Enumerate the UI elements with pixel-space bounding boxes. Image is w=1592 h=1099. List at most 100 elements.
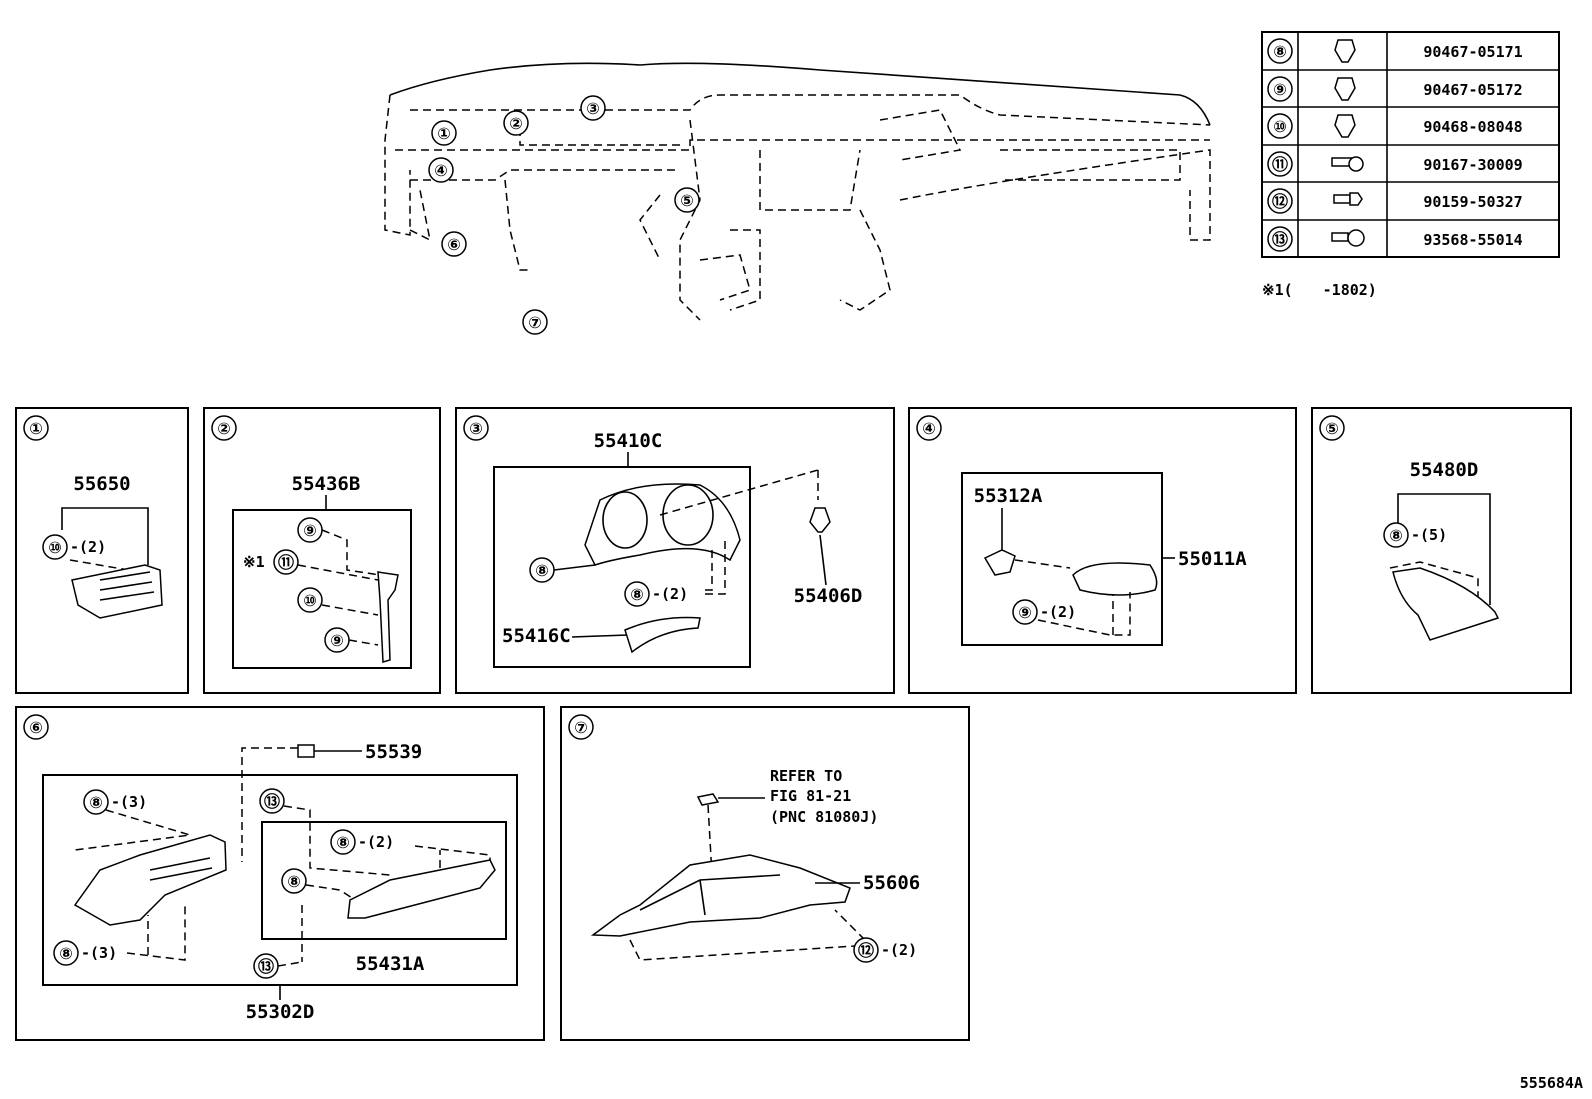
part-number: 90167-30009 bbox=[1423, 156, 1522, 174]
row-ref: ⑫ bbox=[1272, 192, 1288, 211]
part-label: 55606 bbox=[863, 872, 920, 894]
bolt-callout: ⑬ bbox=[258, 957, 274, 976]
clip-callout: ⑩ bbox=[303, 591, 317, 610]
note-mark: ※1 bbox=[243, 553, 265, 571]
panel-callout: ② bbox=[217, 419, 231, 438]
clip-callout: ⑧ bbox=[59, 944, 73, 963]
bolt-callout: ⑫ bbox=[858, 941, 874, 960]
bolt-callout: ⑬ bbox=[264, 792, 280, 811]
row-ref: ⑪ bbox=[1272, 155, 1288, 174]
part-number: 90468-08048 bbox=[1423, 118, 1522, 136]
air-vent-part bbox=[71, 564, 163, 619]
screw-callout: ⑪ bbox=[278, 553, 294, 572]
panel-5: ⑤ 55480D ⑧ -(5) bbox=[1311, 407, 1572, 694]
clip-callout: ⑧ bbox=[287, 872, 301, 891]
clip-callout: ⑧ bbox=[535, 561, 549, 580]
table-row: ⑧ 90467-05171 bbox=[1267, 38, 1523, 64]
panel-1: ① 55650 ⑩ -(2) bbox=[15, 407, 189, 694]
refer-text: FIG 81-21 bbox=[770, 787, 851, 805]
figure-id: 555684A bbox=[1520, 1074, 1583, 1092]
part-label: 55410C bbox=[594, 430, 663, 452]
panel-callout: ⑦ bbox=[574, 718, 588, 737]
switch-part bbox=[983, 549, 1016, 576]
qty-label: -(5) bbox=[1411, 526, 1447, 544]
qty-label: -(3) bbox=[111, 793, 147, 811]
qty-label: -(2) bbox=[881, 941, 917, 959]
panel-55480D-part bbox=[1392, 567, 1500, 641]
panel-3: ③ 55410C ⑧ ⑧ -(2) 55406D 55416C bbox=[455, 407, 895, 694]
row-ref: ⑬ bbox=[1272, 230, 1288, 249]
note-text: ※1( -1802) bbox=[1262, 281, 1377, 299]
callout-5: ⑤ bbox=[680, 191, 694, 210]
clip-callout: ⑨ bbox=[303, 521, 317, 540]
row-ref: ⑨ bbox=[1273, 80, 1287, 99]
meter-hood-part bbox=[584, 483, 741, 566]
panel-callout: ⑥ bbox=[29, 718, 43, 737]
part-label: 55650 bbox=[73, 473, 130, 495]
clip-callout: ⑧ bbox=[89, 793, 103, 812]
trim-55011A-part bbox=[1072, 562, 1158, 596]
side-trim-part bbox=[377, 571, 399, 663]
part-number: 93568-55014 bbox=[1423, 231, 1522, 249]
clip-55406D-part bbox=[809, 507, 831, 533]
panel-6: ⑥ 55539 ⑧ -(3) ⑧ -(3) ⑬ ⑧ -(2) ⑧ ⑬ 55431… bbox=[15, 706, 545, 1041]
fastener-table: ⑧ 90467-05171 ⑨ 90467-05172 ⑩ 90468-0804… bbox=[1261, 31, 1560, 258]
table-row: ⑨ 90467-05172 bbox=[1267, 76, 1523, 102]
table-row: ⑫ 90159-50327 bbox=[1267, 188, 1523, 214]
glove-compartment-part bbox=[590, 854, 851, 937]
part-label: 55416C bbox=[502, 625, 571, 647]
table-row: ⑬ 93568-55014 bbox=[1267, 226, 1523, 252]
part-number: 90467-05172 bbox=[1423, 81, 1522, 99]
row-ref: ⑧ bbox=[1273, 42, 1287, 61]
lamp-part bbox=[696, 793, 720, 806]
row-ref: ⑩ bbox=[1273, 117, 1287, 136]
bolt-icon bbox=[1333, 192, 1363, 206]
part-label: 55302D bbox=[246, 1001, 315, 1023]
part-label: 55436B bbox=[292, 473, 361, 495]
table-row: ⑩ 90468-08048 bbox=[1267, 113, 1523, 139]
table-row: ⑪ 90167-30009 bbox=[1267, 151, 1523, 177]
qty-label: -(2) bbox=[358, 833, 394, 851]
overview-callouts: ① ② ③ ④ ⑤ ⑥ ⑦ bbox=[428, 95, 700, 335]
part-number: 90467-05171 bbox=[1423, 43, 1522, 61]
clip-icon bbox=[1334, 77, 1356, 101]
refer-text: (PNC 81080J) bbox=[770, 808, 878, 826]
panel-callout: ① bbox=[29, 419, 43, 438]
part-label: 55431A bbox=[356, 953, 425, 975]
panel-4: ④ 55312A 55011A ⑨ -(2) bbox=[908, 407, 1297, 694]
cover-55431A-part bbox=[347, 859, 496, 919]
callout-1: ① bbox=[437, 124, 451, 143]
part-label: 55011A bbox=[1178, 548, 1247, 570]
qty-label: -(2) bbox=[70, 538, 106, 556]
panel-2: ② 55436B ⑨ ※1 ⑪ ⑩ ⑨ bbox=[203, 407, 441, 694]
qty-label: -(3) bbox=[81, 944, 117, 962]
clip-callout: ⑧ bbox=[630, 585, 644, 604]
part-label: 55539 bbox=[365, 741, 422, 763]
qty-label: -(2) bbox=[652, 585, 688, 603]
bolt-icon bbox=[1331, 229, 1365, 247]
qty-label: -(2) bbox=[1040, 603, 1076, 621]
part-number: 90159-50327 bbox=[1423, 193, 1522, 211]
part-label: 55406D bbox=[794, 585, 863, 607]
clip-callout: ⑨ bbox=[1018, 603, 1032, 622]
refer-text: REFER TO bbox=[770, 767, 842, 785]
lower-cover-part bbox=[624, 616, 701, 654]
callout-2: ② bbox=[509, 114, 523, 133]
callout-4: ④ bbox=[434, 161, 448, 180]
clip-icon bbox=[1334, 114, 1356, 138]
part-label: 55312A bbox=[974, 485, 1043, 507]
panel-7: ⑦ REFER TO FIG 81-21 (PNC 81080J) 55606 … bbox=[560, 706, 970, 1041]
panel-callout: ③ bbox=[469, 419, 483, 438]
clip-callout: ⑧ bbox=[1389, 526, 1403, 545]
callout-3: ③ bbox=[586, 99, 600, 118]
part-label: 55480D bbox=[1410, 459, 1479, 481]
clip-icon bbox=[1334, 39, 1356, 63]
screw-icon bbox=[1331, 156, 1364, 172]
panel-callout: ⑤ bbox=[1325, 419, 1339, 438]
clip-callout: ⑩ bbox=[48, 538, 62, 557]
clip-callout: ⑨ bbox=[330, 631, 344, 650]
panel-callout: ④ bbox=[922, 419, 936, 438]
clip-callout: ⑧ bbox=[336, 833, 350, 852]
callout-6: ⑥ bbox=[447, 235, 461, 254]
